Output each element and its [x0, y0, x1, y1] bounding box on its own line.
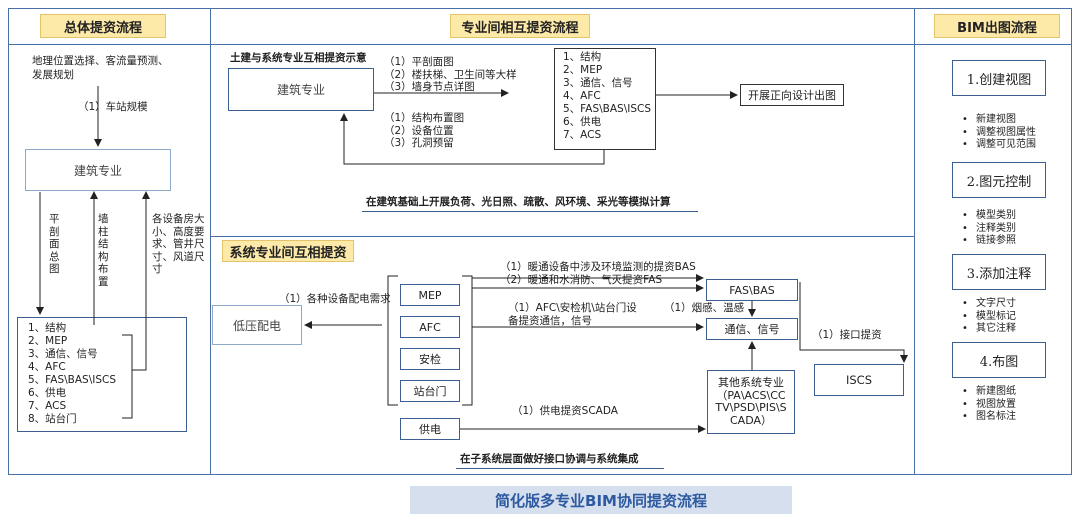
scada-text: （1）供电提资SCADA: [512, 405, 618, 417]
design-box: 开展正向设计出图: [740, 84, 844, 106]
left-discipline-item: 5、FAS\BAS\ISCS: [28, 374, 116, 386]
bim-step-bullet-item: 视图放置: [962, 399, 1016, 412]
power-box: 供电: [400, 418, 460, 440]
power-req-text: （1）各种设备配电需求: [279, 293, 391, 305]
bim-step-bullet-item: 其它注释: [962, 323, 1016, 336]
bim-step-bullet-item: 文字尺寸: [962, 298, 1016, 311]
left-discipline-item: 2、MEP: [28, 335, 68, 347]
comm-box: 通信、信号: [706, 318, 798, 340]
low-voltage-box: 低压配电: [212, 305, 302, 345]
out-items-text: （1）平剖面图 （2）楼扶梯、卫生间等大样 （3）墙身节点详图: [384, 56, 517, 93]
bim-step-layout-items: 新建图纸视图放置图名标注: [962, 386, 1016, 424]
other-sys-box: 其他系统专业 （PA\ACS\CC TV\PSD\PIS\S CADA）: [707, 370, 795, 434]
mid-discipline-item: 4、AFC: [563, 90, 601, 102]
mid-discipline-item: 1、结构: [563, 51, 602, 63]
header-bim: BIM出图流程: [934, 14, 1060, 38]
left-discipline-item: 8、站台门: [28, 413, 77, 425]
integration-underline: [456, 468, 664, 469]
location-text: 地理位置选择、客流量预测、 发展规划: [32, 55, 169, 81]
plan-label: 平剖面总图: [49, 213, 60, 275]
bim-step-create-view-items: 新建视图调整视图属性调整可见范围: [962, 114, 1036, 152]
simulation-note: 在建筑基础上开展负荷、光日照、疏散、风环境、采光等模拟计算: [366, 196, 671, 208]
middle-divider: [210, 236, 914, 237]
diagram-frame: [8, 8, 1072, 475]
left-discipline-item: 3、通信、信号: [28, 348, 98, 360]
footer-title: 简化版多专业BIM协同提资流程: [410, 486, 792, 514]
mid-discipline-item: 7、ACS: [563, 129, 602, 141]
bim-step-create-view: 1.创建视图: [952, 60, 1046, 96]
left-discipline-item: 7、ACS: [28, 400, 67, 412]
mid-discipline-item: 5、FAS\BAS\ISCS: [563, 103, 651, 115]
bim-step-annotation-items: 文字尺寸模型标记其它注释: [962, 298, 1016, 336]
station-scale-label: （1）车站规模: [78, 101, 148, 113]
header-overall: 总体提资流程: [40, 14, 166, 38]
bim-step-element-control: 2.图元控制: [952, 162, 1046, 198]
simulation-underline: [362, 211, 698, 212]
psd-box: 站台门: [400, 380, 460, 402]
mid-discipline-item: 2、MEP: [563, 64, 603, 76]
header-divider: [8, 44, 1072, 45]
smoke-text: （1）烟感、温感: [664, 302, 745, 314]
iscs-box: ISCS: [814, 364, 904, 396]
bim-step-element-control-items: 模型类别注释类别链接参照: [962, 210, 1016, 248]
equipment-label: 各设备房大小、高度要求、管井尺寸、风道尺寸: [152, 213, 205, 275]
integration-note: 在子系统层面做好接口协调与系统集成: [460, 453, 639, 465]
bim-step-annotation: 3.添加注释: [952, 254, 1046, 290]
afc-box: AFC: [400, 316, 460, 338]
bim-step-layout: 4.布图: [952, 342, 1046, 378]
bim-step-bullet-item: 图名标注: [962, 411, 1016, 424]
fas-bas-box: FAS\BAS: [706, 279, 798, 301]
security-box: 安检: [400, 348, 460, 370]
left-discipline-item: 4、AFC: [28, 361, 66, 373]
wall-label: 墙柱结构布置: [98, 213, 109, 288]
divider-right: [914, 8, 915, 475]
mid-discipline-item: 3、通信、信号: [563, 77, 633, 89]
afc-text: （1）AFC\安检机\站台门设 备提资通信，信号: [508, 302, 637, 327]
header-system-mutual: 系统专业间互相提资: [222, 240, 354, 262]
mid-discipline-item: 6、供电: [563, 116, 602, 128]
bim-step-bullet-item: 新建视图: [962, 114, 1036, 127]
arch-box-mid: 建筑专业: [228, 68, 374, 111]
hint-text: 土建与系统专业互相提资示意: [230, 52, 367, 64]
bim-step-bullet-item: 模型标记: [962, 311, 1016, 324]
bim-step-bullet-item: 链接参照: [962, 235, 1016, 248]
interface-text: （1）接口提资: [812, 329, 882, 341]
header-mutual: 专业间相互提资流程: [450, 14, 590, 38]
hvac-text: （1）暖通设备中涉及环境监测的提资BAS （2）暖通和水消防、气灭提资FAS: [500, 261, 696, 286]
bim-step-bullet-item: 注释类别: [962, 223, 1016, 236]
bim-step-bullet-item: 调整可见范围: [962, 139, 1036, 152]
in-items-text: （1）结构布置图 （2）设备位置 （3）孔洞预留: [384, 112, 465, 149]
bim-step-bullet-item: 新建图纸: [962, 386, 1016, 399]
divider-left: [210, 8, 211, 475]
mep-box: MEP: [400, 284, 460, 306]
bim-step-bullet-item: 调整视图属性: [962, 127, 1036, 140]
left-discipline-item: 6、供电: [28, 387, 67, 399]
left-discipline-item: 1、结构: [28, 322, 67, 334]
bim-step-bullet-item: 模型类别: [962, 210, 1016, 223]
arch-box-left: 建筑专业: [25, 149, 171, 191]
